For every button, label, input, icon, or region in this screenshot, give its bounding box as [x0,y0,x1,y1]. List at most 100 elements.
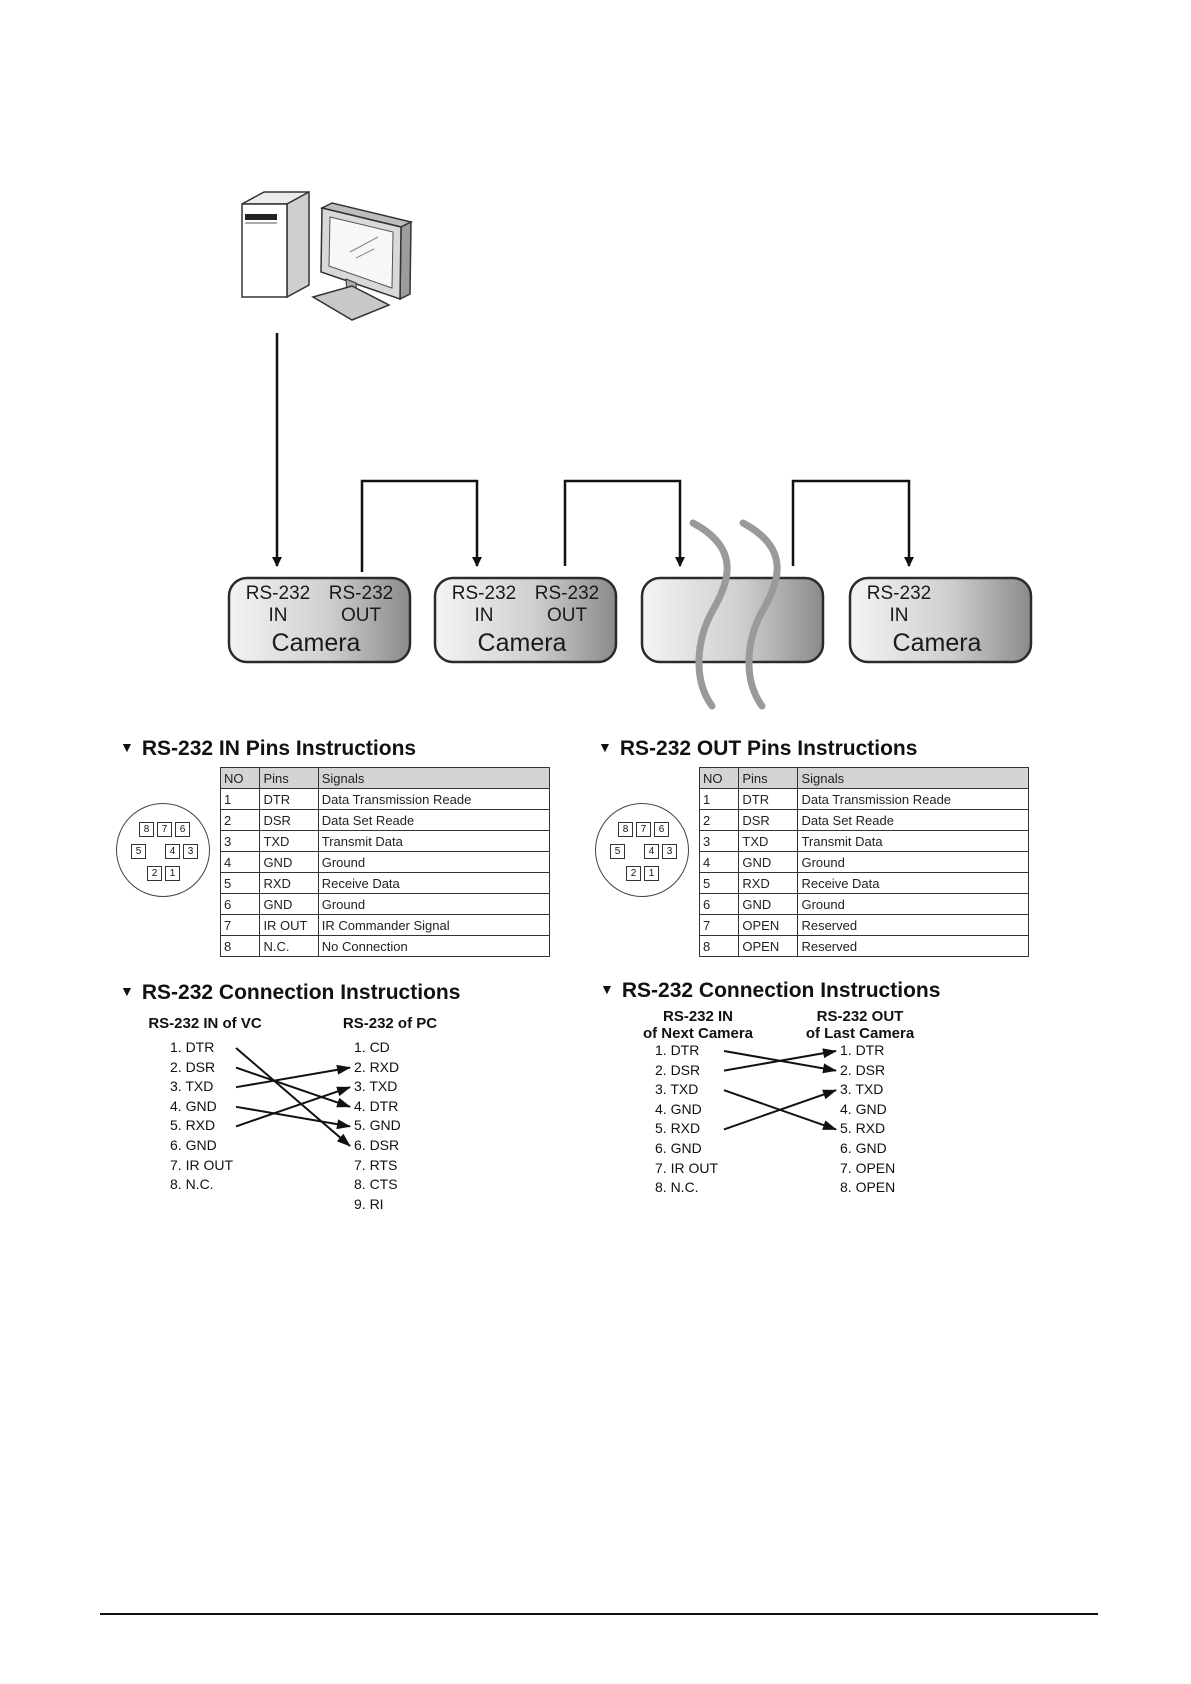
down-triangle-icon: ▼ [598,739,612,755]
table-cell: 8 [698,935,740,957]
table-cell: GND [259,893,319,915]
right-pin-label: 1. DTR [840,1042,885,1058]
table-cell: Ground [317,893,551,915]
down-triangle-icon: ▼ [600,981,614,997]
pin-link-arrow [723,1048,837,1072]
camera-in-label: RS-232 [246,583,310,604]
connector-pin: 8 [618,822,633,837]
table-cell: IR Commander Signal [317,914,551,936]
right-pin-label: 3. TXD [354,1078,398,1095]
down-triangle-icon: ▼ [120,983,134,999]
table-cell: OPEN [738,914,799,936]
computer-tower [241,190,310,299]
table-cell: Ground [317,851,551,873]
table-cell: Data Transmission Reade [317,788,551,810]
left-pin-label: 3. TXD [655,1081,699,1098]
table-cell: DSR [259,809,319,831]
left-pin-label: 6. GND [655,1140,702,1156]
camera-body [227,576,412,664]
camera-in-label: IN [890,605,909,626]
out-pins-title-text: RS-232 OUT Pins Instructions [619,737,918,760]
conn-right-title-text: RS-232 Connection Instructions [621,979,941,1002]
column-header: Signals [797,767,1029,789]
table-cell: 5 [698,872,740,894]
column-header: NO [698,767,740,789]
table-cell: RXD [259,872,319,894]
footer-rule [100,1613,1098,1615]
table-cell: DTR [259,788,319,810]
right-pin-label: 8. OPEN [840,1179,896,1196]
camera-row: RS-232INRS-232OUTCameraRS-232INRS-232OUT… [227,576,1033,664]
connector-pin: 7 [157,822,172,837]
table-cell: Data Set Reade [317,809,551,831]
table-cell: GND [259,851,319,873]
pin-link-arrow [235,1066,351,1108]
table-cell: GND [738,893,799,915]
table-cell: 4 [698,851,740,873]
pin-link-arrow [235,1047,351,1147]
table-cell: Data Transmission Reade [797,788,1029,810]
table-cell: Data Set Reade [797,809,1029,831]
connector-pin: 6 [654,822,669,837]
desktop-computer-icon [241,190,414,321]
left-pin-label: 4. GND [655,1100,702,1117]
table-cell: 6 [219,893,261,915]
column-header: Pins [259,767,319,789]
right-pin-label: 1. CD [354,1039,390,1055]
left-pin-label: 1. DTR [655,1042,700,1058]
connector-pin: 3 [662,844,677,859]
table-cell: 4 [219,851,261,873]
table-cell: Receive Data [317,872,551,894]
left-pin-label: 8. N.C. [170,1176,214,1193]
right-pin-label: 6. DSR [354,1137,400,1153]
right-pin-label: 8. CTS [354,1176,398,1193]
table-cell: 1 [219,788,261,810]
table-cell: 6 [698,893,740,915]
down-triangle-icon: ▼ [120,739,134,755]
connector-pin: 5 [610,844,625,859]
right-column-heading: RS-232 OUT [816,1008,904,1025]
table-cell: Ground [797,851,1029,873]
right-pin-label: 2. RXD [354,1058,400,1075]
right-column-heading: RS-232 of PC [342,1015,438,1032]
camera-body [433,576,618,664]
right-column-heading: of Last Camera [805,1025,915,1042]
left-pin-label: 3. TXD [170,1078,214,1095]
connector-pin: 7 [636,822,651,837]
conn-left-links [235,1047,351,1147]
table-cell: TXD [259,830,319,852]
pin-link-arrow [235,1086,351,1128]
connector-pin: 1 [165,866,180,881]
table-cell: Transmit Data [797,830,1029,852]
connector-pin: 4 [165,844,180,859]
connector-pin: 2 [147,866,162,881]
right-pin-label: 5. GND [354,1117,401,1134]
camera-in-label: RS-232 [867,583,931,604]
left-pin-label: 2. DSR [170,1058,216,1075]
camera-in-label: RS-232 [452,583,516,604]
camera2-to-chain-cable [563,479,685,567]
in-pins-title-text: RS-232 IN Pins Instructions [141,737,417,760]
table-cell: 3 [219,830,261,852]
pin-link-arrow [723,1089,837,1131]
conn-left-title: ▼RS-232 Connection Instructions [120,981,460,1005]
table-cell: 1 [698,788,740,810]
right-pin-label: 3. TXD [840,1081,884,1098]
table-cell: GND [738,851,799,873]
camera-out-label: OUT [341,605,382,626]
connector-pin: 8 [139,822,154,837]
conn-right-title: ▼ RS-232 Connection Instructions [600,979,940,1003]
left-pin-label: 7. IR OUT [170,1156,234,1173]
